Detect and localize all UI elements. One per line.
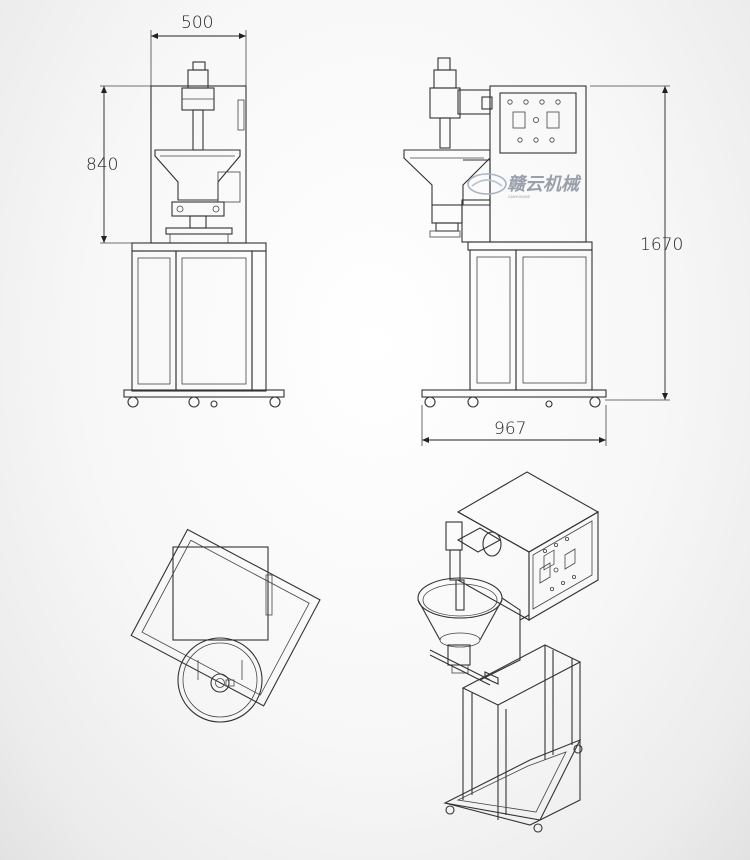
width-dimension: 500 (150, 13, 247, 86)
width-label: 500 (181, 13, 213, 33)
brand-logo-icon (467, 173, 507, 195)
front-view: 500 840 (86, 13, 285, 408)
top-view (130, 528, 321, 723)
depth-label: 967 (494, 419, 526, 439)
brand-watermark: 赣云机械 GANYUNJIXIE (467, 173, 582, 199)
depth-dimension: 967 (421, 405, 607, 446)
total-height-dimension: 1670 (590, 85, 683, 401)
isometric-view (417, 471, 600, 833)
brand-name: 赣云机械 (507, 174, 582, 195)
total-height-label: 1670 (640, 235, 683, 255)
height-label: 840 (86, 155, 118, 175)
brand-subtitle: GANYUNJIXIE (508, 195, 530, 199)
side-view: 1670 967 (403, 57, 683, 446)
height-dimension: 840 (86, 85, 152, 244)
